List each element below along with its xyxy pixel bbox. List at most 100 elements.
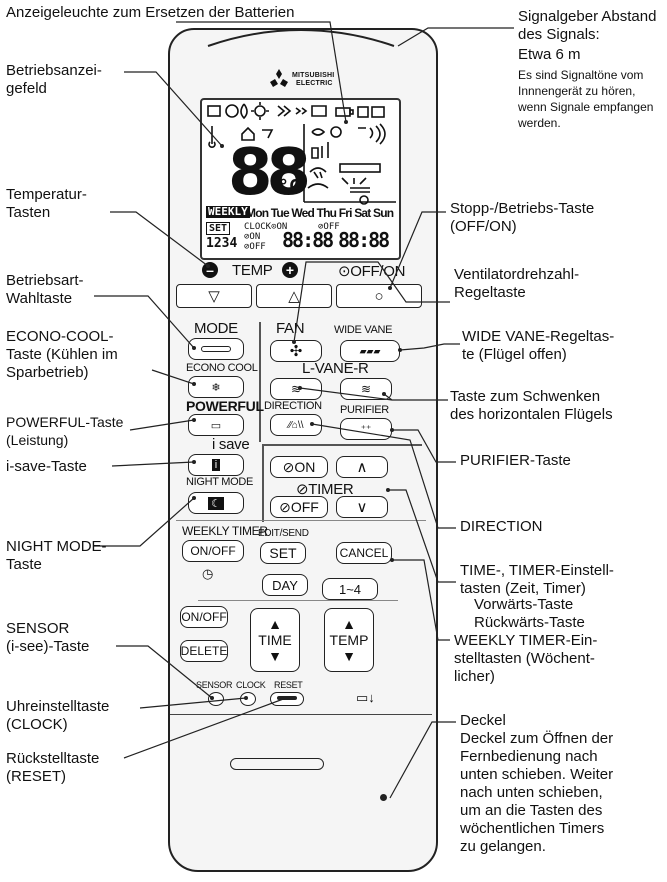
label-cover-2: Deckel zum Öffnen der xyxy=(460,730,614,747)
label-econo-1: ECONO-COOL- xyxy=(6,328,114,345)
label-cover-3: Fernbedienung nach xyxy=(460,748,598,765)
timer-up-button[interactable]: ∧ xyxy=(336,456,388,478)
label-signal-note-1: Es sind Signaltöne vom xyxy=(518,68,644,82)
divider xyxy=(176,520,426,522)
label-purifier: PURIFIER-Taste xyxy=(460,452,571,469)
label-isave: i-save-Taste xyxy=(6,458,87,475)
label-stop-1: Stopp-/Betriebs-Taste xyxy=(450,200,595,217)
label-cover-4: unten schieben. Weiter xyxy=(460,766,614,783)
label-signal-note-3: wenn Signale empfangen xyxy=(518,100,654,114)
label-weekly-2: stelltasten (Wöchent- xyxy=(454,650,595,667)
label-weekly-3: licher) xyxy=(454,668,495,685)
label-time-2: tasten (Zeit, Timer) xyxy=(460,580,586,597)
label-powerful-1: POWERFUL-Taste xyxy=(6,414,124,430)
temp-label: TEMP xyxy=(232,262,273,279)
direction-label: DIRECTION xyxy=(264,400,322,412)
arrow-up-icon: ▲ xyxy=(342,616,356,632)
timer-down-button[interactable]: ∨ xyxy=(336,496,388,518)
brand-name-2: ELECTRIC xyxy=(296,80,333,87)
lcd-off: ⊘OFF xyxy=(318,222,340,232)
mode-button[interactable] xyxy=(188,338,244,360)
weekly-onoff-button[interactable]: ON/OFF xyxy=(182,540,244,562)
label-signal-note-4: werden. xyxy=(518,116,561,130)
cover-slot xyxy=(230,758,324,770)
offon-label: ⊙OFF/ON xyxy=(338,263,406,280)
timer-on-button[interactable]: ⊘ON xyxy=(270,456,328,478)
powerful-icon: ▭ xyxy=(210,419,222,432)
sensor-button[interactable] xyxy=(208,692,224,706)
timer-off-button[interactable]: ⊘OFF xyxy=(270,496,328,518)
temp-up-button[interactable]: △ xyxy=(256,284,332,308)
label-swing-1: Taste zum Schwenken xyxy=(450,388,601,405)
label-stop-2: (OFF/ON) xyxy=(450,218,517,235)
divider xyxy=(198,600,398,601)
label-temp-1: Temperatur- xyxy=(6,186,87,203)
night-mode-label: NIGHT MODE xyxy=(186,476,254,488)
label-clock-2: (CLOCK) xyxy=(6,716,68,733)
label-time-3: Vorwärts-Taste xyxy=(474,596,574,613)
set-button[interactable]: SET xyxy=(260,542,306,564)
purifier-label: PURIFIER xyxy=(340,404,389,416)
label-signal-note-2: Innnengerät zu hören, xyxy=(518,84,636,98)
lcd-clock-on: CLOCK⊙ON xyxy=(244,222,288,232)
label-cover-8: zu gelangen. xyxy=(460,838,546,855)
cover-dot xyxy=(380,794,387,801)
isave-button[interactable]: i xyxy=(188,454,244,476)
lvane-label: L-VANE-R xyxy=(302,360,369,377)
signal-emitter xyxy=(207,29,395,47)
temp-button[interactable]: ▲TEMP▼ xyxy=(324,608,374,672)
lcd-time-1: 88:88 xyxy=(282,228,334,252)
vane-right-icon: ≋ xyxy=(360,382,372,396)
powerful-label: POWERFUL xyxy=(186,398,264,414)
label-cover-7: wöchentlichen Timers xyxy=(460,820,605,837)
label-sensor-1: SENSOR xyxy=(6,620,70,637)
label-direction: DIRECTION xyxy=(460,518,543,535)
delete-button[interactable]: DELETE xyxy=(180,640,228,662)
label-cover-5: nach unten schieben, xyxy=(460,784,603,801)
label-fan-1: Ventilatordrehzahl- xyxy=(454,266,580,283)
timer-onoff-button[interactable]: ON/OFF xyxy=(180,606,228,628)
label-reset-2: (RESET) xyxy=(6,768,66,785)
lcd-temperature: 88 xyxy=(228,136,311,210)
range-button[interactable]: 1~4 xyxy=(322,578,378,600)
lcd-program-numbers: 1234 xyxy=(206,236,238,251)
fan-icon: ✣ xyxy=(289,343,303,360)
cancel-button[interactable]: CANCEL xyxy=(336,542,392,564)
time-button[interactable]: ▲TIME▼ xyxy=(250,608,300,672)
lcd-time-2: 88:88 xyxy=(338,228,390,252)
econo-cool-button[interactable]: ❄ xyxy=(188,376,244,398)
label-econo-3: Sparbetrieb) xyxy=(6,364,89,381)
mitsubishi-logo-icon xyxy=(270,69,288,87)
lcd-set: SET xyxy=(206,222,231,235)
label-reset-1: Rückstelltaste xyxy=(6,750,100,767)
label-weekly-1: WEEKLY TIMER-Ein- xyxy=(454,632,598,649)
day-button[interactable]: DAY xyxy=(262,574,308,596)
clock-icon: ◷ xyxy=(202,566,214,581)
wide-vane-icon: ▰▰▰ xyxy=(359,345,381,356)
powerful-button[interactable]: ▭ xyxy=(188,414,244,436)
arrow-down-icon: ▼ xyxy=(342,648,356,664)
off-on-button[interactable]: ○ xyxy=(336,284,422,308)
weekly-timer-label: WEEKLY TIMER xyxy=(182,524,268,538)
econo-cool-label: ECONO COOL xyxy=(186,362,258,374)
divider xyxy=(262,444,264,522)
divider xyxy=(259,322,261,442)
label-wide-1: WIDE VANE-Regeltas- xyxy=(462,328,615,345)
lcd-days: Mon Tue Wed Thu Fri Sat Sun xyxy=(246,206,394,220)
sensor-label: SENSOR xyxy=(196,680,233,690)
time-button-label: TIME xyxy=(258,632,292,648)
mode-label: MODE xyxy=(194,320,238,337)
fan-button[interactable]: ✣ xyxy=(270,340,322,362)
label-swing-2: des horizontalen Flügels xyxy=(450,406,613,423)
clock-label: CLOCK xyxy=(236,680,266,690)
bar-icon xyxy=(201,346,231,352)
lcd-off-2: ⊘OFF xyxy=(244,242,266,252)
vane-left-button[interactable]: ≋ xyxy=(270,378,322,400)
edit-send-label: EDIT/SEND xyxy=(258,528,309,539)
label-battery: Anzeigeleuchte zum Ersetzen der Batterie… xyxy=(6,4,295,21)
temp-down-button[interactable]: ▽ xyxy=(176,284,252,308)
isave-label: i save xyxy=(212,436,250,453)
timer-label: ⊘TIMER xyxy=(296,481,354,498)
label-mode-2: Wahltaste xyxy=(6,290,73,307)
